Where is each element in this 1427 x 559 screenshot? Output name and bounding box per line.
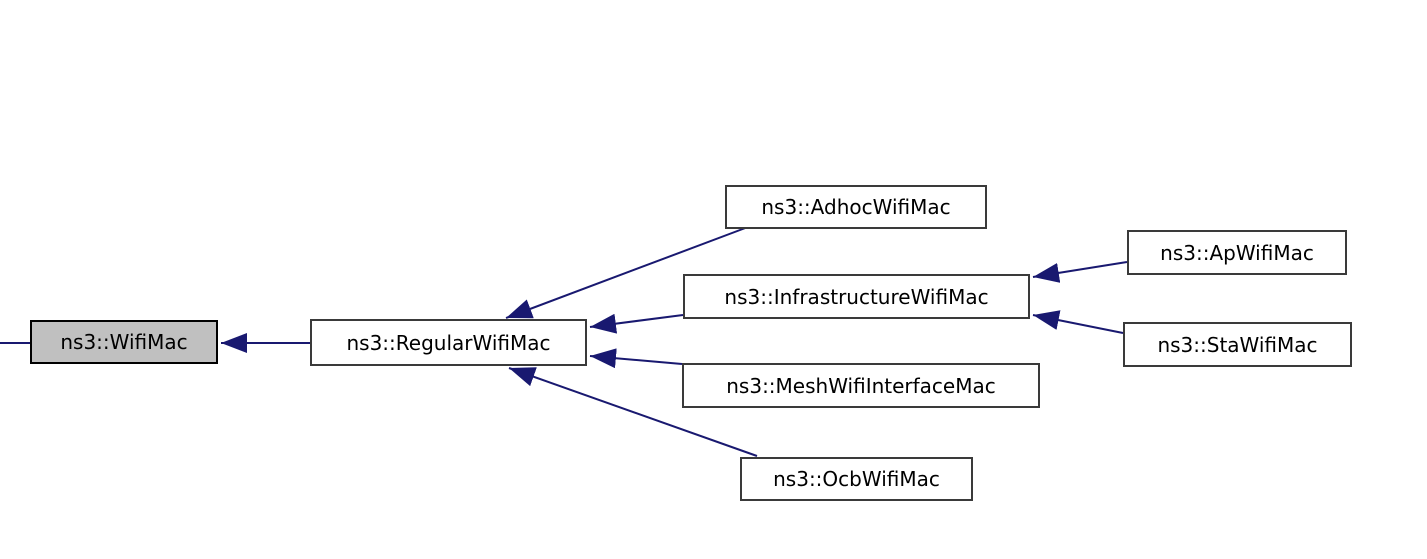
edge-infrastructurewifimac-to-regularwifimac (589, 313, 684, 334)
node-ns3-ocbwifimac[interactable]: ns3::OcbWifiMac (740, 457, 973, 501)
edge-ocbwifimac-to-regularwifimac (508, 367, 758, 457)
edge-apwifimac-to-infrastructurewifimac (1032, 261, 1128, 283)
edge-meshwifiinterfacemac-to-regularwifimac (589, 348, 683, 369)
node-ns3-adhocwifimac[interactable]: ns3::AdhocWifiMac (725, 185, 987, 229)
edge-adhocwifimac-to-regularwifimac (505, 226, 749, 319)
node-ns3-regularwifimac[interactable]: ns3::RegularWifiMac (310, 319, 587, 366)
node-ns3-wifimac: ns3::WifiMac (30, 320, 218, 364)
node-ns3-apwifimac[interactable]: ns3::ApWifiMac (1127, 230, 1347, 275)
node-ns3-infrastructurewifimac[interactable]: ns3::InfrastructureWifiMac (683, 274, 1030, 319)
edge-stawifimac-to-infrastructurewifimac (1032, 310, 1124, 334)
node-ns3-meshwifiinterfacemac[interactable]: ns3::MeshWifiInterfaceMac (682, 363, 1040, 408)
node-ns3-stawifimac[interactable]: ns3::StaWifiMac (1123, 322, 1352, 367)
